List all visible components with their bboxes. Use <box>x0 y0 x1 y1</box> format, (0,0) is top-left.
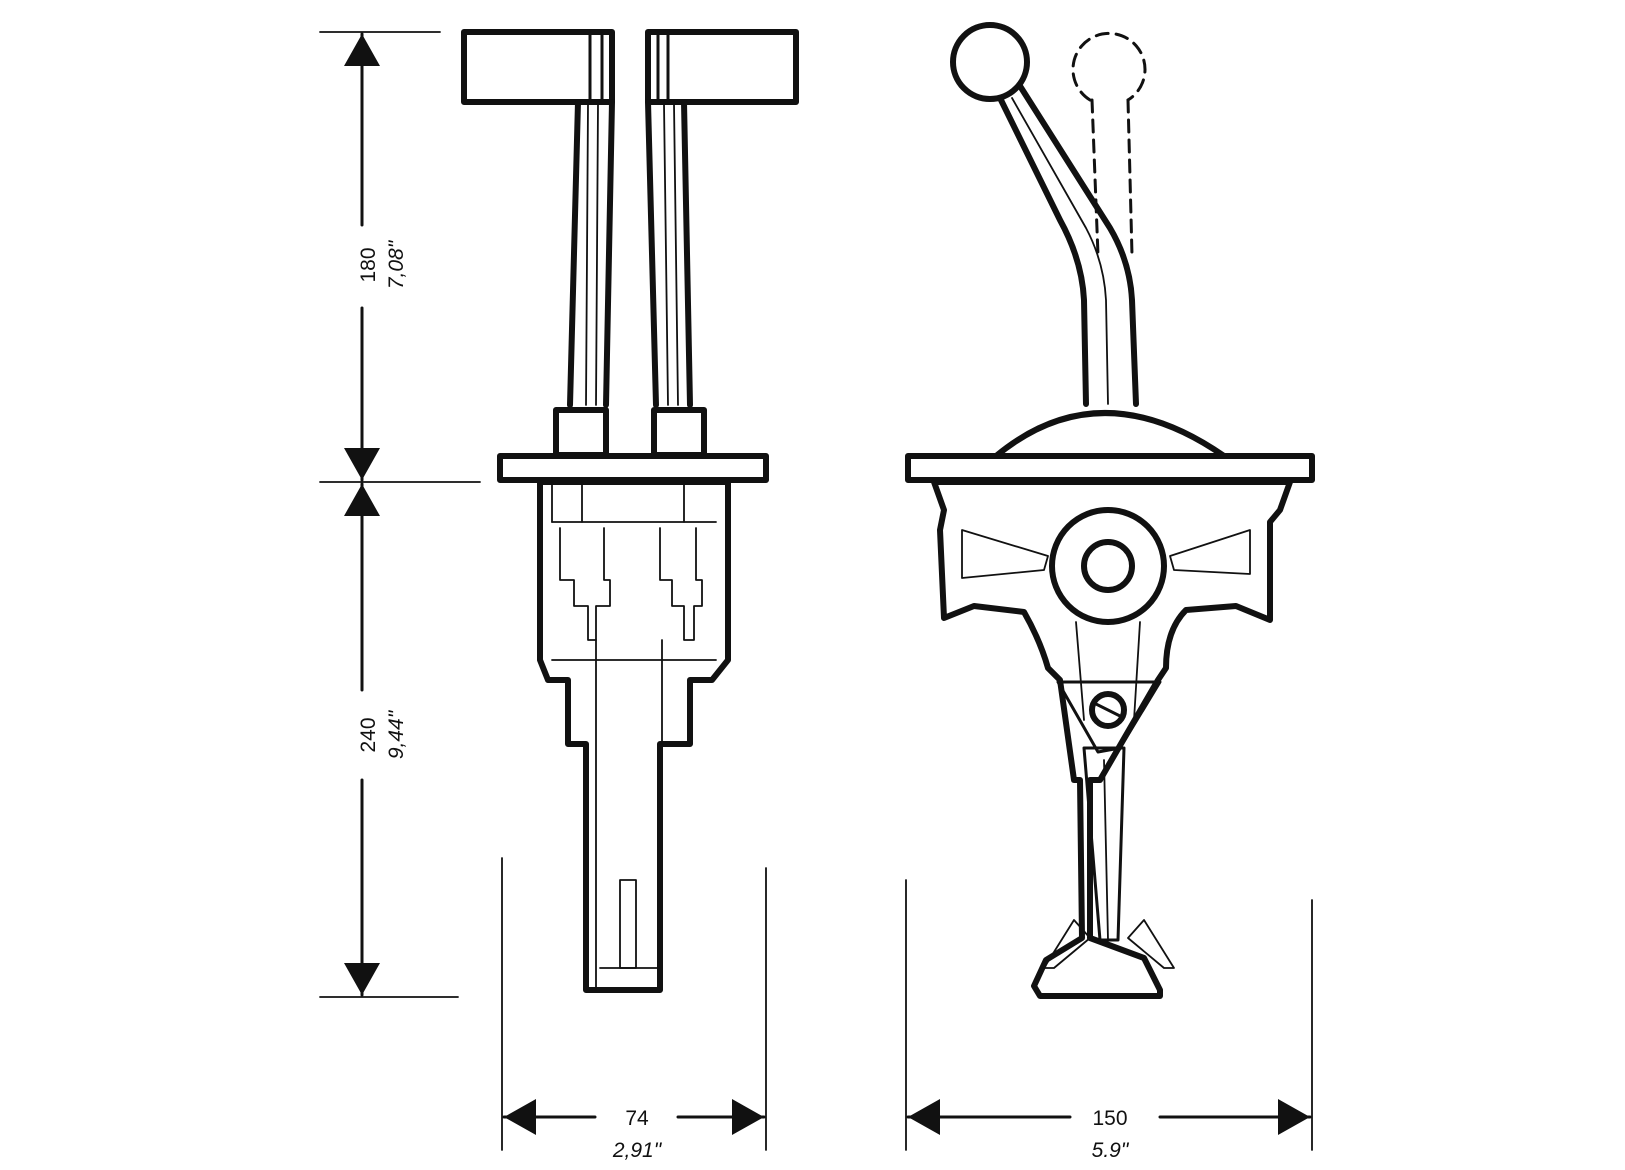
side-housing <box>931 479 1293 999</box>
arrowhead-bottom <box>344 963 380 995</box>
dim-upper-inch: 7,08" <box>385 239 408 289</box>
arrowhead-side-left <box>908 1099 940 1135</box>
vertical-dimension: 180 7,08" 240 9,44" <box>319 31 481 998</box>
arrowhead-mid-lower <box>344 484 380 516</box>
side-hub <box>1049 507 1167 625</box>
arrowhead-side-right <box>1278 1099 1310 1135</box>
dim-lower-inch: 9,44" <box>385 709 408 759</box>
left-lever <box>461 29 615 458</box>
dim-upper-mm: 180 <box>357 247 380 282</box>
side-dome <box>993 410 1227 459</box>
front-width-dimension: 74 2,91" <box>501 857 767 1162</box>
front-view <box>461 29 799 993</box>
dim-side-mm: 150 <box>1092 1107 1127 1130</box>
arrowhead-front-left <box>504 1099 536 1135</box>
side-view <box>905 22 1315 999</box>
side-flange <box>905 453 1315 483</box>
right-lever <box>645 29 799 458</box>
arrowhead-front-right <box>732 1099 764 1135</box>
front-flange <box>497 453 769 483</box>
side-lever <box>950 22 1139 407</box>
side-screw <box>1089 691 1127 729</box>
alternate-lever-position <box>1071 31 1147 257</box>
front-housing <box>537 479 731 993</box>
side-width-dimension: 150 5.9" <box>905 879 1313 1162</box>
arrowhead-mid-upper <box>344 448 380 480</box>
dim-front-mm: 74 <box>625 1107 649 1130</box>
dim-side-inch: 5.9" <box>1092 1139 1130 1162</box>
dim-front-inch: 2,91" <box>612 1139 663 1162</box>
arrowhead-top <box>344 34 380 66</box>
dim-lower-mm: 240 <box>357 717 380 752</box>
